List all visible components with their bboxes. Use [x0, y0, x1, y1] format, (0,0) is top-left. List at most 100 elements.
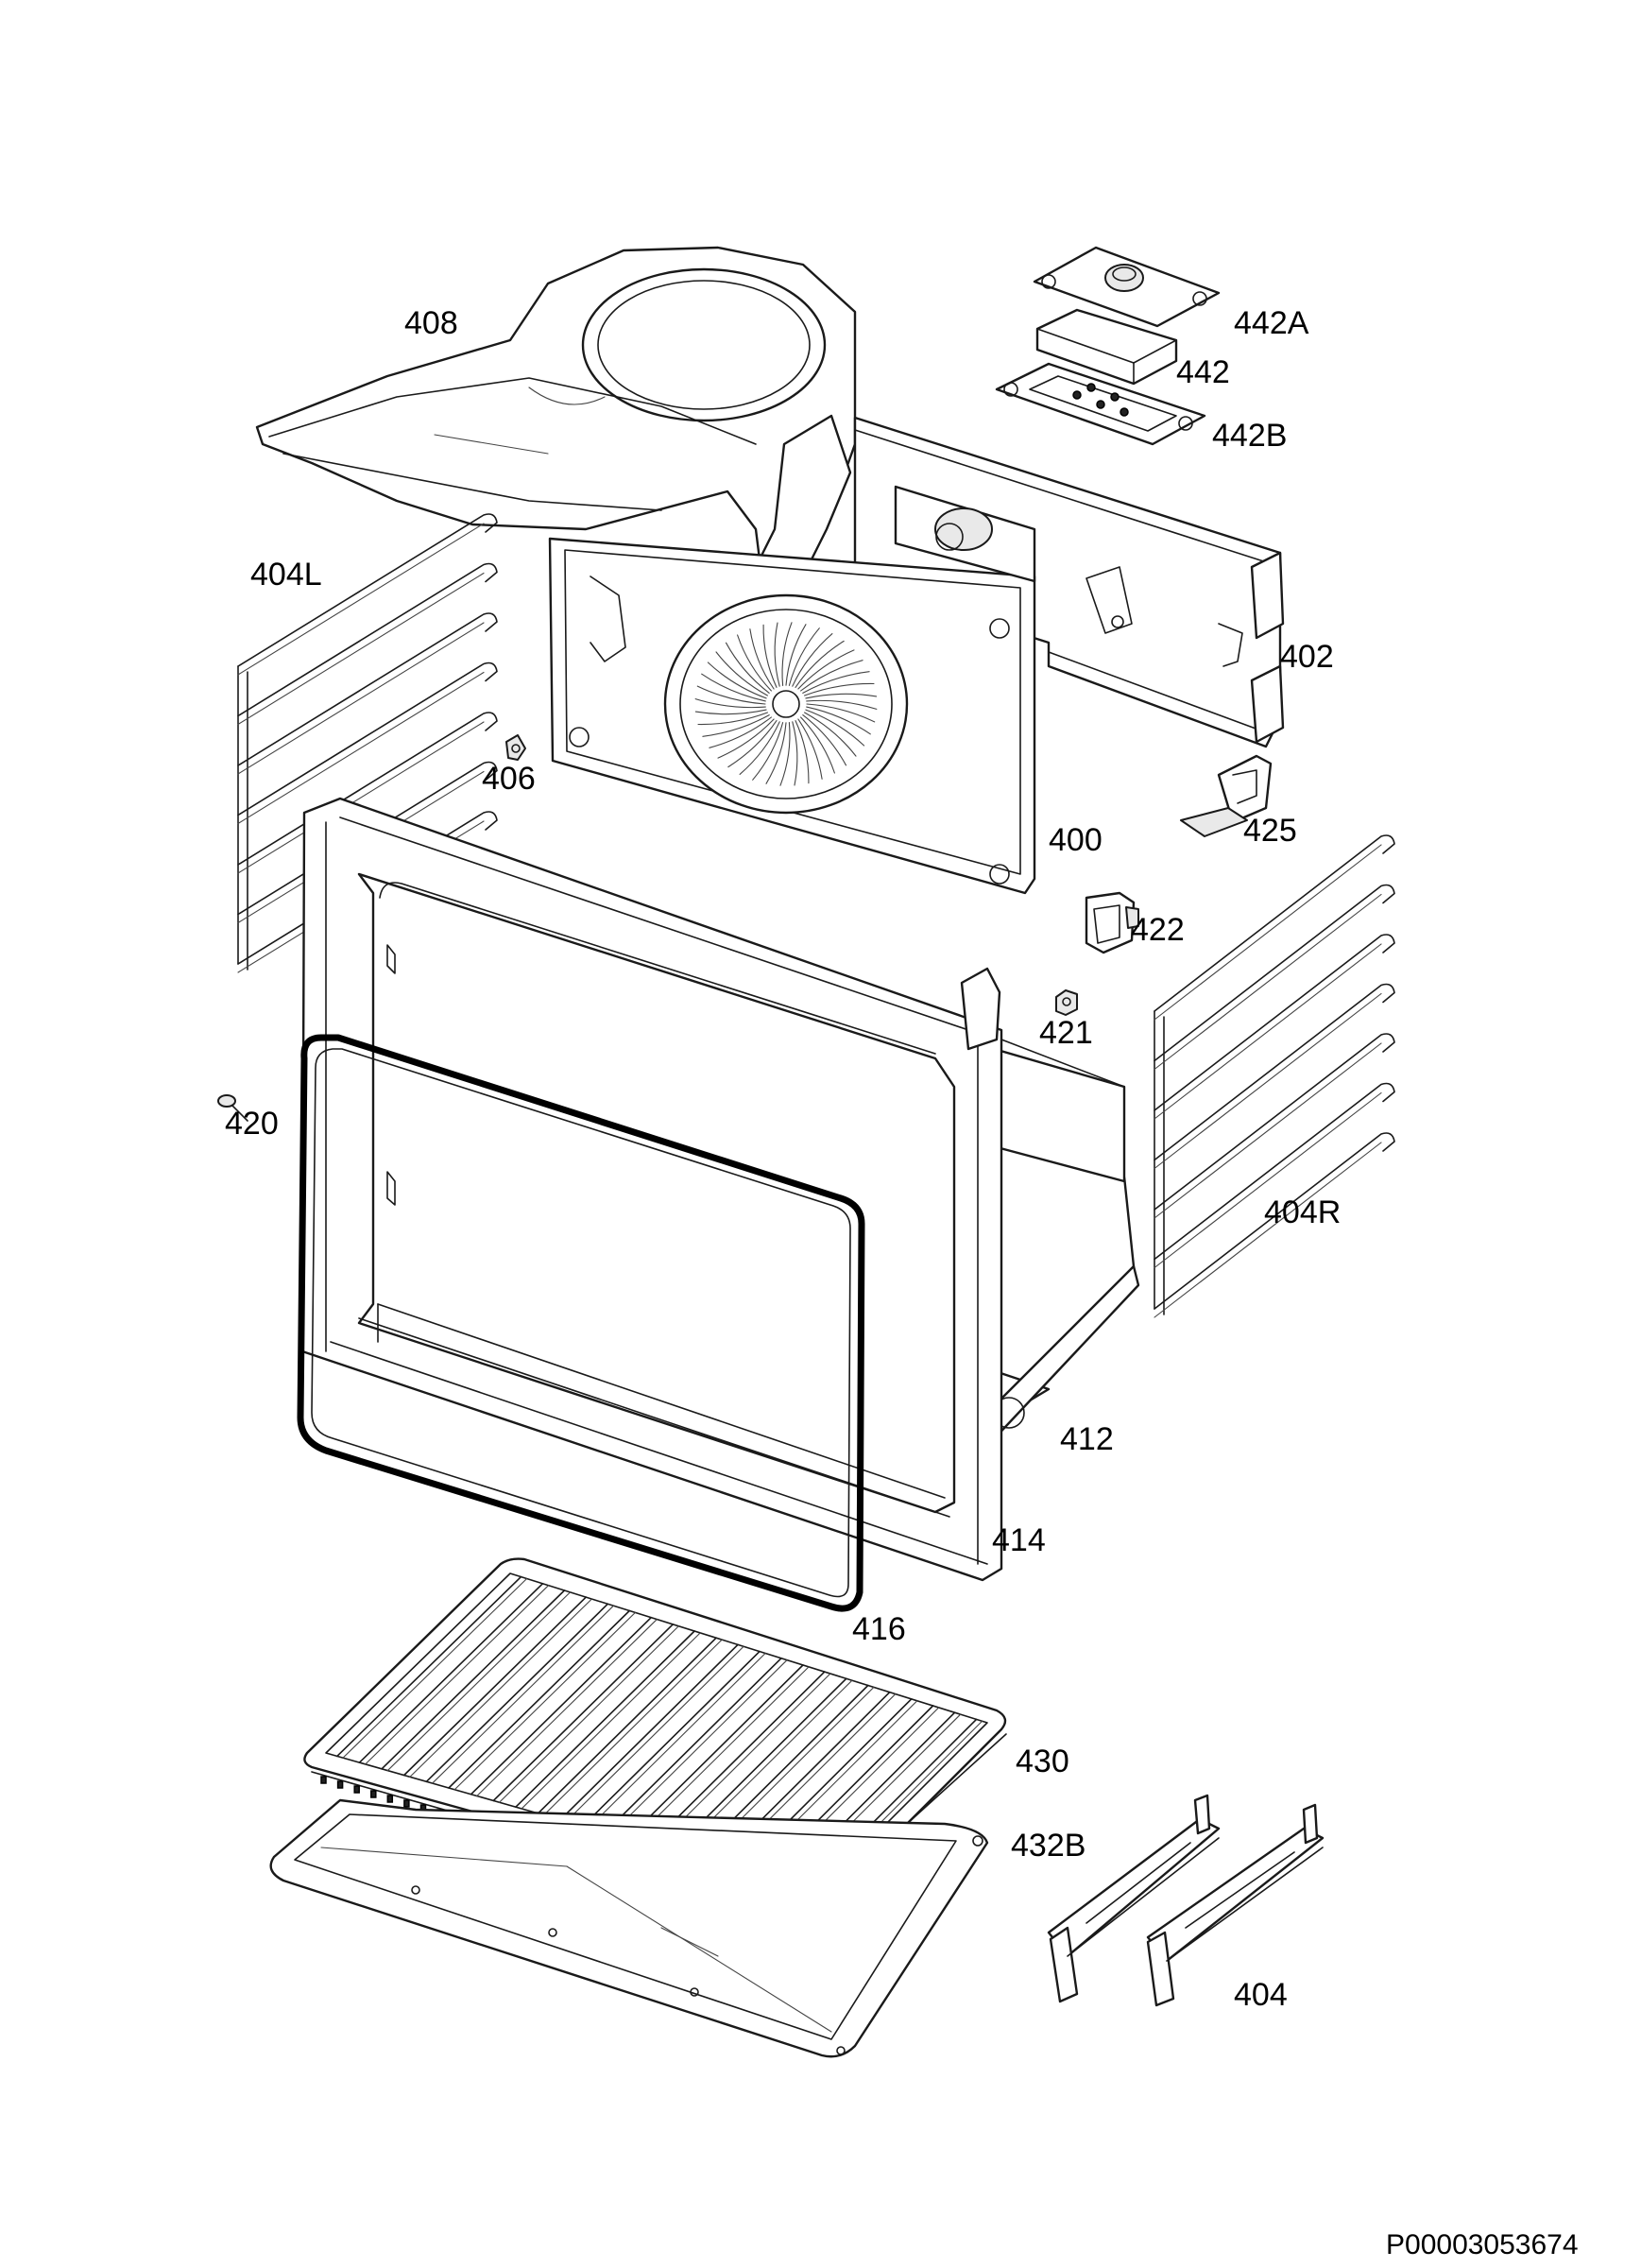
shelf-tooth [403, 1799, 410, 1808]
shelf-wire-edge [453, 1611, 636, 1791]
shelf-wire [425, 1603, 609, 1783]
fan-spoke [725, 642, 770, 694]
fan-grille [694, 622, 878, 786]
fan-spoke [804, 712, 857, 757]
rack-rung [237, 612, 498, 766]
fan-spoke [804, 682, 875, 696]
fan-spoke [792, 721, 798, 786]
fan-spoke [800, 716, 835, 774]
shelf-wire-edge [632, 1666, 810, 1842]
shelf-wire-edge [588, 1653, 766, 1829]
fan-spoke [702, 714, 770, 737]
shelf-wire-edge [498, 1625, 679, 1804]
rack-rung [237, 562, 498, 717]
part-416-door-gasket [297, 1034, 865, 1612]
rack-rung [1154, 1082, 1395, 1261]
part-404-telescopic-runners [1047, 1794, 1325, 2007]
rack-rung-inner [1154, 1091, 1382, 1269]
shelf-tooth [370, 1790, 377, 1798]
fan-spoke [762, 624, 778, 688]
label-404R: 404R [1264, 1194, 1341, 1230]
shelf-wire-edge [431, 1605, 614, 1784]
shelf-wire [381, 1589, 566, 1770]
shelf-wire-edge [386, 1591, 571, 1772]
rack-rung [237, 712, 498, 866]
rack-rung-inner [237, 671, 485, 825]
shelf-wire [402, 1596, 588, 1777]
part-421-grommet [1055, 989, 1078, 1016]
label-408: 408 [404, 305, 458, 341]
fan-spoke [792, 633, 833, 687]
fan-spoke [707, 662, 767, 699]
label-432B: 432B [1011, 1828, 1085, 1864]
fan-spoke [800, 660, 863, 692]
label-442: 442 [1176, 354, 1230, 390]
label-422: 422 [1131, 912, 1185, 948]
shelf-wire [604, 1658, 782, 1833]
label-416: 416 [852, 1611, 906, 1647]
fan-spoke [701, 673, 766, 702]
shelf-wire [336, 1575, 522, 1758]
shelf-wire [515, 1630, 695, 1808]
rack-rung-inner [237, 572, 485, 726]
shelf-wire [582, 1650, 761, 1828]
shelf-wire [470, 1616, 652, 1796]
part-432B-tray [269, 1798, 989, 2058]
rack-rung [1154, 834, 1395, 1012]
rack-rung [237, 811, 498, 965]
fan-spoke [737, 634, 772, 692]
fan-spoke [788, 627, 820, 686]
fan-spoke [785, 624, 807, 686]
document-code: P00003053674 [1386, 2229, 1579, 2260]
label-421: 421 [1039, 1015, 1093, 1051]
shelf-tooth [353, 1785, 360, 1794]
part-442-insulation-block [1035, 308, 1178, 386]
shelf-wire-edge [342, 1578, 528, 1759]
rack-rung-inner [1154, 1042, 1382, 1219]
rack-rung-inner [237, 721, 485, 874]
fan-spoke [797, 649, 855, 690]
part-414-front-frame [300, 797, 1003, 1582]
rack-rung [237, 513, 498, 667]
fan-spoke [806, 699, 878, 710]
part-442B-bracket [995, 362, 1206, 446]
fan-spoke [717, 718, 775, 759]
label-404: 404 [1234, 1977, 1288, 2013]
label-414: 414 [992, 1522, 1046, 1558]
part-404L-left-shelf-rack [237, 513, 498, 973]
shelf-wire-edge [565, 1645, 744, 1823]
shelf-tooth [320, 1776, 327, 1784]
fan-spoke [805, 693, 878, 699]
rack-rung [237, 761, 498, 916]
fan-spoke [727, 720, 778, 768]
fan-spoke [752, 722, 784, 781]
shelf-wire [559, 1643, 739, 1821]
label-430: 430 [1016, 1744, 1069, 1779]
part-442A-bracket [1033, 246, 1221, 328]
shelf-tooth [336, 1780, 344, 1789]
rack-rung-inner [1154, 992, 1382, 1170]
fan-spoke [774, 622, 780, 687]
fan-spoke [806, 706, 871, 735]
label-404L: 404L [250, 557, 322, 593]
fan-spoke [802, 714, 847, 766]
rack-rung-inner [1154, 844, 1382, 1021]
fan-spoke [802, 671, 870, 694]
shelf-wires [336, 1575, 983, 1893]
part-400-back-panel [548, 485, 1036, 895]
fan-spoke [779, 722, 791, 786]
shelf-wire-edge [609, 1659, 788, 1835]
fan-spoke [795, 720, 810, 784]
fan-spoke [694, 709, 767, 715]
label-402: 402 [1280, 639, 1334, 675]
rack-rung-inner [237, 622, 485, 775]
rack-rung-inner [1154, 893, 1382, 1071]
shelf-wire-edge [476, 1619, 658, 1797]
part-422-lamp-holder [1085, 891, 1139, 954]
rack-rung [1154, 1132, 1395, 1310]
label-442B: 442B [1212, 418, 1287, 454]
rack-rung [1154, 934, 1395, 1111]
shelf-wire-edge [409, 1598, 592, 1778]
shelf-wire [492, 1624, 674, 1802]
label-400: 400 [1049, 822, 1103, 858]
